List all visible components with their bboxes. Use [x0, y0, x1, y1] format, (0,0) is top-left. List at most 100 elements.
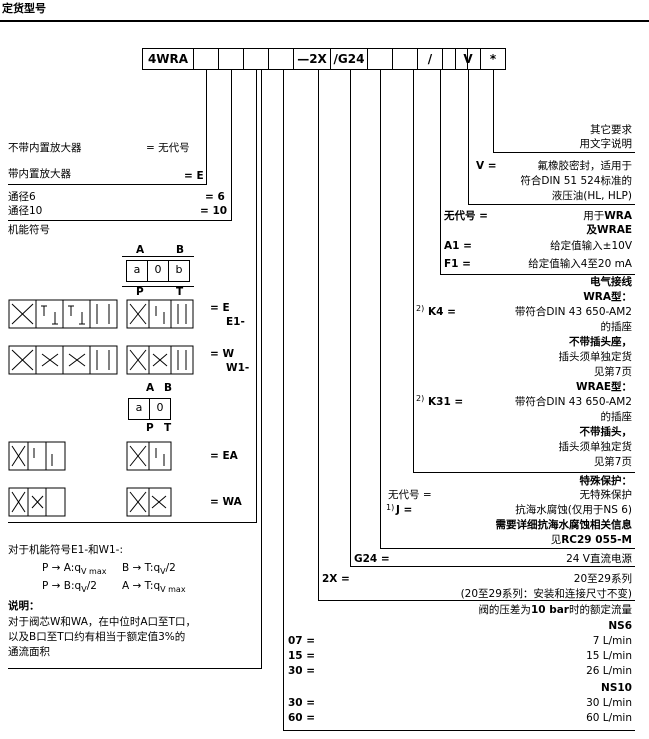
k31-code: K31 =: [428, 396, 464, 408]
leader-wra: [440, 70, 441, 274]
flow-30-code: 30 =: [288, 665, 316, 677]
f1-desc: 给定值输入4至20 mA: [528, 258, 632, 270]
g24-desc: 24 V直流电源: [566, 553, 632, 565]
k4-line-3: 不带插头座，: [569, 336, 632, 348]
ea-code: = EA: [210, 450, 238, 462]
protection-heading: 特殊保护：: [579, 475, 633, 487]
note-line-1: 对于阀芯W和WA，在中位时A口至T口，: [8, 616, 196, 628]
flow-heading: 阀的压差为10 bar时的额定流量: [478, 604, 632, 616]
code-box-voltage: /G24: [330, 48, 368, 70]
port-t-label: T: [176, 286, 184, 298]
k31-line-2: 的插座: [600, 411, 633, 423]
cell-0: 0: [147, 260, 169, 282]
formula-4: A → T:qV max: [122, 580, 186, 595]
k4-line-2: 的插座: [600, 321, 633, 333]
none-code: 无代号 =: [444, 210, 488, 222]
x2-line-2: (20至29系列：安装和连接尺寸不变): [460, 588, 632, 600]
j-line-1: 抗海水腐蚀(仅用于NS 6): [515, 504, 632, 516]
conn-heading: 电气接线: [590, 276, 632, 288]
valve-symbol-w-3pos: [126, 345, 194, 375]
k31-line-5: 见第7页: [593, 456, 632, 468]
code-box-connection: [392, 48, 418, 70]
with-amp-label: 带内置放大器: [8, 168, 71, 180]
leader-function: [256, 70, 257, 522]
wa-code: = WA: [210, 496, 242, 508]
port-b2-label: B: [164, 382, 173, 394]
flow-07-code: 07 =: [288, 635, 316, 647]
k4-line-4: 插头须单独定货: [558, 351, 633, 363]
leader-function-b-h: [8, 668, 262, 669]
j-line-2: 需要详细抗海水腐蚀相关信息: [495, 519, 633, 531]
leader-protection: [380, 70, 381, 548]
wrae-heading: WRAE型：: [576, 381, 632, 393]
code-box-other: *: [480, 48, 506, 70]
leader-function-b: [261, 70, 262, 668]
port-a2-label: A: [146, 382, 155, 394]
flow-30b-value: 30 L/min: [586, 697, 632, 709]
flow-60-code: 60 =: [288, 712, 316, 724]
valve-symbol-wa-3pos: [8, 487, 66, 517]
flow-07-value: 7 L/min: [592, 635, 632, 647]
leader-series: [318, 70, 319, 600]
port-t2-label: T: [164, 422, 172, 434]
flow-30-value: 26 L/min: [586, 665, 632, 677]
cell-a2: a: [128, 398, 150, 420]
leader-flow: [283, 70, 284, 730]
port-a-label: A: [136, 244, 145, 256]
a1-desc: 给定值输入±10V: [550, 240, 632, 252]
k31-line-3: 不带插头，: [579, 426, 633, 438]
symbol-frame-bottom: [122, 286, 194, 287]
g24-code: G24 =: [354, 553, 390, 565]
k31-line-4: 插头须单独定货: [558, 441, 633, 453]
function-label: 机能符号: [8, 224, 50, 236]
w1-code: W1-: [226, 362, 250, 374]
cell-a: a: [126, 260, 148, 282]
ns10-heading: NS10: [601, 682, 632, 694]
wra-heading: WRA型：: [583, 291, 632, 303]
prot-none-desc: 无特殊保护: [579, 489, 633, 501]
leader-connection: [413, 70, 414, 472]
k4-line-5: 见第7页: [593, 366, 632, 378]
leader-amplifier: [206, 70, 207, 184]
v-code: V =: [476, 160, 497, 172]
formula-2: B → T:qV/2: [122, 562, 176, 577]
leader-size-h: [8, 220, 232, 221]
port-b-label: B: [176, 244, 185, 256]
leader-protection-h: [380, 548, 635, 549]
formula-1: P → A:qV max: [42, 562, 107, 577]
note-line-3: 通流面积: [8, 646, 50, 658]
code-box-flow: [268, 48, 294, 70]
with-amp-code: = E: [184, 170, 204, 182]
leader-size: [231, 70, 232, 220]
ns6-code: = 6: [205, 191, 225, 203]
k31-footnote: 2): [416, 394, 425, 403]
note-heading: 说明：: [8, 600, 40, 612]
none-line-1: 用于WRA: [583, 210, 632, 222]
code-box-protection: [367, 48, 393, 70]
flow-60-value: 60 L/min: [586, 712, 632, 724]
flow-15-code: 15 =: [288, 650, 316, 662]
code-box-slash: /: [417, 48, 443, 70]
code-box-series-no: —2X: [293, 48, 331, 70]
other-line-2: 用文字说明: [579, 138, 633, 150]
port-p-label: P: [136, 286, 144, 298]
f1-code: F1 =: [444, 258, 471, 270]
k4-footnote: 2): [416, 304, 425, 313]
valve-symbol-wa-2pos: [126, 487, 172, 517]
code-box-seal: V: [455, 48, 481, 70]
valve-symbol-w-4pos: [8, 345, 118, 375]
j-footnote: 1): [386, 503, 395, 512]
e-code: = E: [210, 302, 230, 314]
w-code: = W: [210, 348, 235, 360]
prot-none-code: 无代号 =: [388, 489, 432, 501]
code-box-series: 4WRA: [142, 48, 194, 70]
leader-seal: [468, 70, 469, 204]
x2-line-1: 20至29系列: [573, 573, 632, 585]
e1-code: E1-: [226, 316, 245, 328]
k4-line-1: 带符合DIN 43 650-AM2: [514, 306, 632, 318]
no-amp-label: 不带内置放大器: [8, 142, 82, 154]
leader-wra-h: [440, 274, 635, 275]
ns6-heading: NS6: [608, 620, 632, 632]
code-box-function: [243, 48, 269, 70]
leader-seal-h: [468, 204, 635, 205]
